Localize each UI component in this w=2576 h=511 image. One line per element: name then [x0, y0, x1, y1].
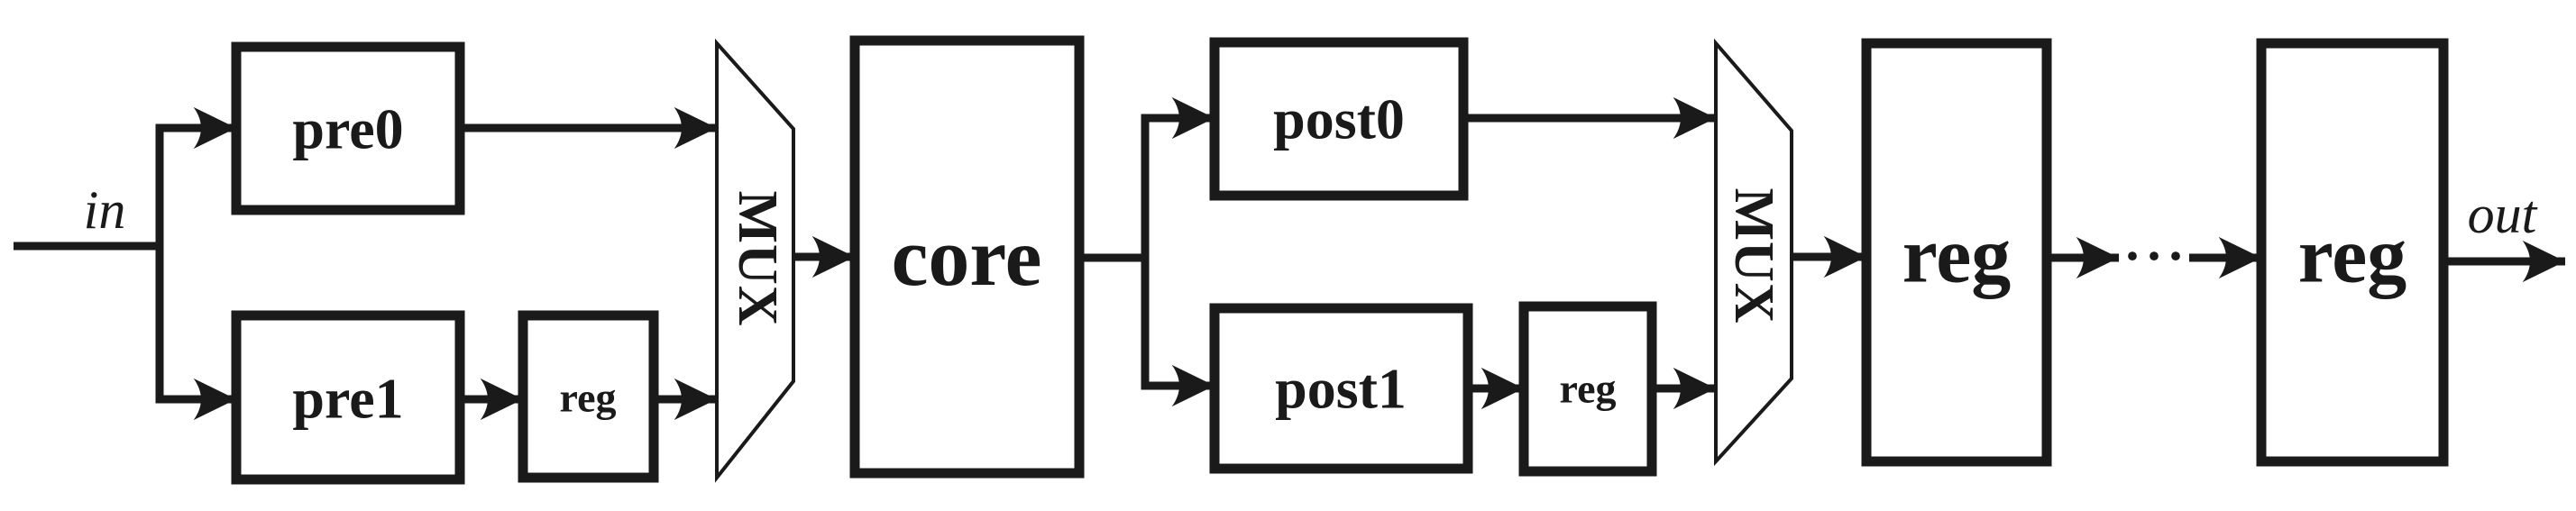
- mux2-label: MUX: [1723, 187, 1784, 324]
- pre1-label: pre1: [292, 367, 403, 431]
- pre-reg-label: reg: [559, 375, 616, 421]
- mux1-label: MUX: [727, 190, 788, 326]
- post-reg-label: reg: [1559, 366, 1616, 412]
- mux2-shape: [1714, 38, 1793, 467]
- post1-label: post1: [1275, 357, 1407, 421]
- post0-label: post0: [1273, 87, 1405, 151]
- wire-split-to-post1: [1141, 258, 1215, 407]
- wire-branch-to-pre0: [155, 106, 237, 246]
- post-reg-block: [1518, 301, 1657, 477]
- pipeline-reg-first-label: reg: [1902, 213, 2012, 300]
- wire-split-to-post0: [1141, 96, 1215, 258]
- output-label: out: [2468, 185, 2538, 244]
- ellipsis-dots: ···: [2123, 226, 2188, 286]
- core-label: core: [892, 211, 1042, 303]
- pipeline-reg-last-label: reg: [2298, 213, 2407, 300]
- wire-branch-to-pre1: [155, 246, 237, 421]
- input-label: in: [84, 180, 126, 240]
- mux1-shape: [715, 38, 795, 483]
- post1-block: [1209, 303, 1473, 474]
- pipeline-reg-first-block: [1861, 38, 2052, 467]
- pipeline-reg-last-block: [2256, 38, 2449, 467]
- pre-reg-block: [518, 310, 659, 483]
- core-block: [849, 35, 1085, 479]
- pre0-label: pre0: [292, 97, 403, 161]
- post0-block: [1209, 37, 1469, 201]
